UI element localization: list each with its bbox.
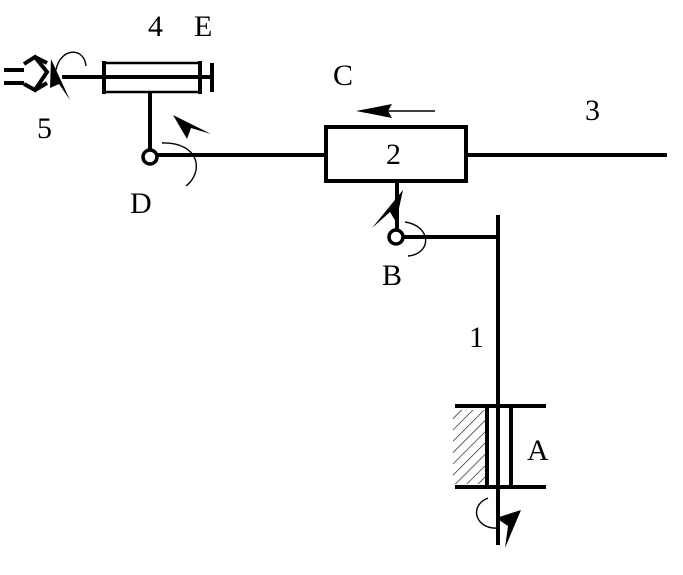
rotation-arrow-icon	[50, 51, 87, 100]
left-arrow-icon	[356, 104, 435, 118]
hatched-ground-icon	[453, 410, 485, 484]
label-2: 2	[386, 138, 401, 171]
joint-b-pin	[387, 228, 405, 246]
rotation-arrow-icon	[372, 190, 427, 257]
label-d: D	[130, 187, 152, 220]
rotation-arrow-icon	[161, 115, 211, 187]
label-3: 3	[585, 94, 600, 127]
label-4: 4	[148, 10, 163, 43]
label-e: E	[194, 10, 212, 43]
joint-d-pin	[141, 148, 159, 166]
rotation-arrow-icon	[475, 497, 521, 548]
label-b: B	[382, 259, 402, 292]
label-1: 1	[469, 321, 484, 354]
bearing-a	[453, 404, 546, 489]
label-5: 5	[37, 112, 52, 145]
coupling-5	[4, 54, 50, 93]
label-a: A	[527, 434, 549, 467]
slider-4	[62, 61, 214, 94]
link-1	[403, 215, 500, 545]
label-c: C	[333, 59, 353, 92]
